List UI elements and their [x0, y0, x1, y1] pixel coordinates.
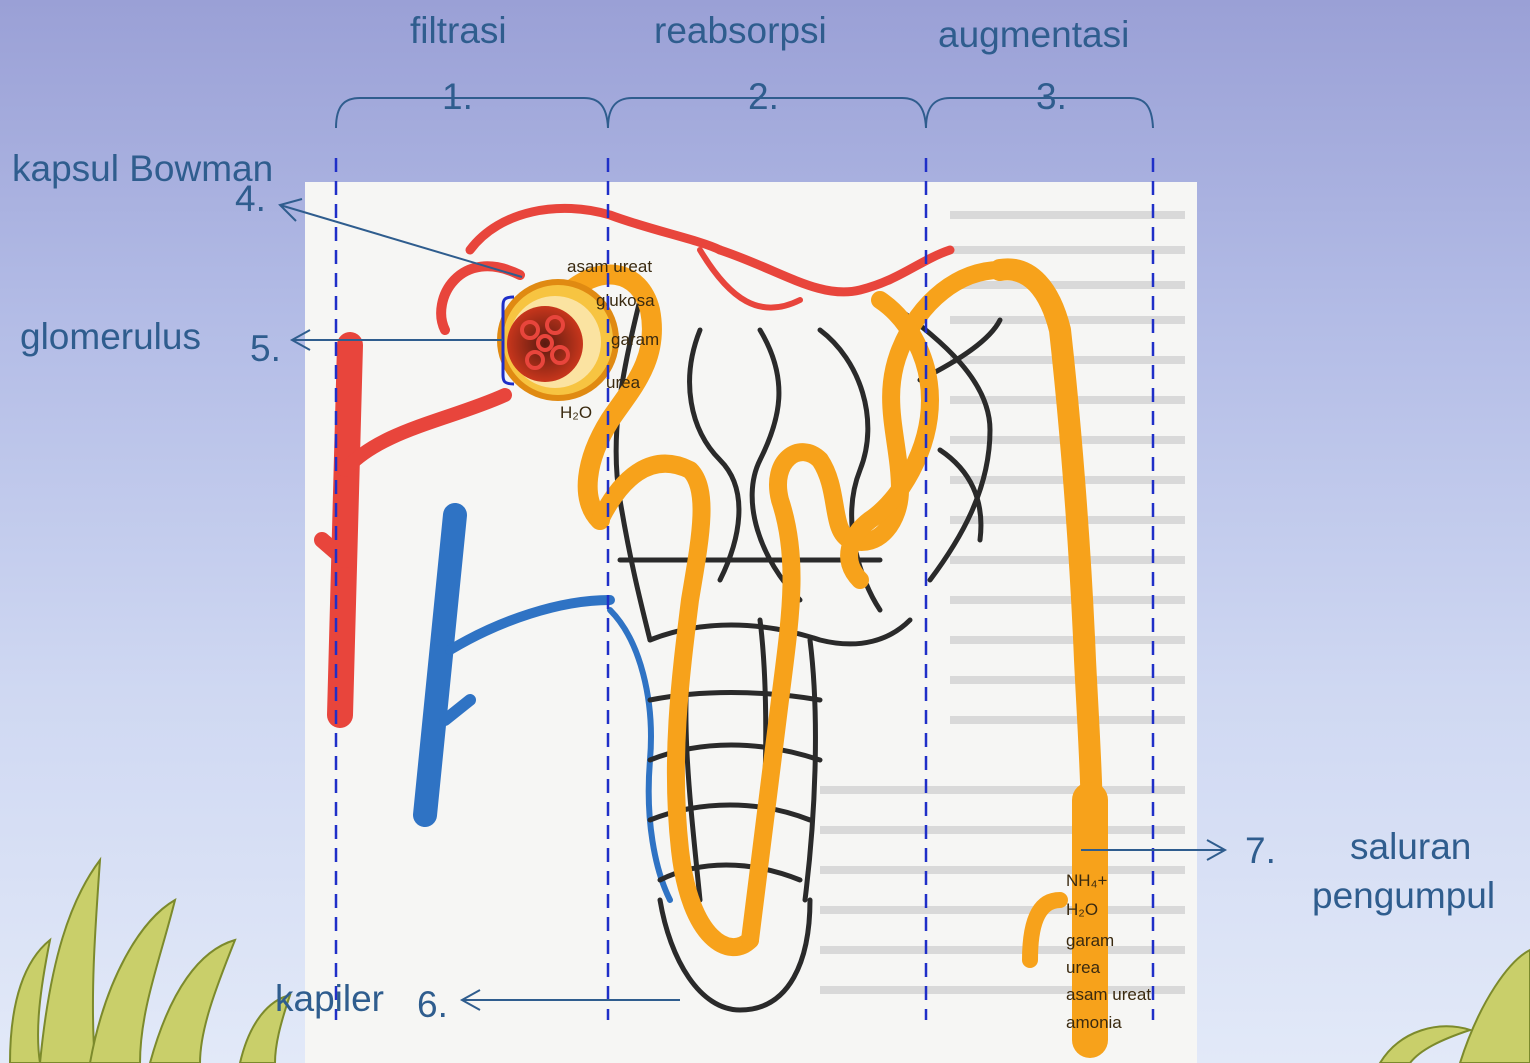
- filtrate-label-glukosa: glukosa: [596, 291, 655, 310]
- label-kapiler: kapiler: [275, 980, 384, 1017]
- urine-label-amonia: amonia: [1066, 1013, 1122, 1032]
- glomerulus: [507, 306, 583, 382]
- number-6: 6.: [417, 986, 448, 1023]
- urine-label-asam-ureat: asam ureat: [1066, 985, 1151, 1004]
- grass-decoration-left: [10, 860, 290, 1063]
- label-glomerulus: glomerulus: [20, 318, 201, 355]
- label-kapsul-bowman: kapsul Bowman: [12, 150, 273, 187]
- number-5: 5.: [250, 330, 281, 367]
- stage-number-3: 3.: [1036, 78, 1067, 115]
- urine-label-urea: urea: [1066, 958, 1101, 977]
- number-7: 7.: [1245, 832, 1276, 869]
- number-4: 4.: [235, 180, 266, 217]
- stage-title-filtrasi: filtrasi: [410, 12, 507, 49]
- stage-title-reabsorpsi: reabsorpsi: [654, 12, 827, 49]
- urine-label-nh4: NH₄+: [1066, 871, 1107, 890]
- urine-label-h2o: H₂O: [1066, 900, 1098, 919]
- filtrate-label-h2o: H₂O: [560, 403, 592, 422]
- label-saluran: saluran: [1350, 828, 1471, 865]
- filtrate-label-urea: urea: [606, 373, 641, 392]
- filtrate-label-asam-ureat: asam ureat: [567, 257, 652, 276]
- stage-number-1: 1.: [442, 78, 473, 115]
- stage-number-2: 2.: [748, 78, 779, 115]
- urine-label-garam: garam: [1066, 931, 1114, 950]
- stage-title-augmentasi: augmentasi: [938, 16, 1129, 53]
- filtrate-label-garam: garam: [611, 330, 659, 349]
- grass-decoration-right: [1380, 950, 1530, 1063]
- label-pengumpul: pengumpul: [1312, 877, 1495, 914]
